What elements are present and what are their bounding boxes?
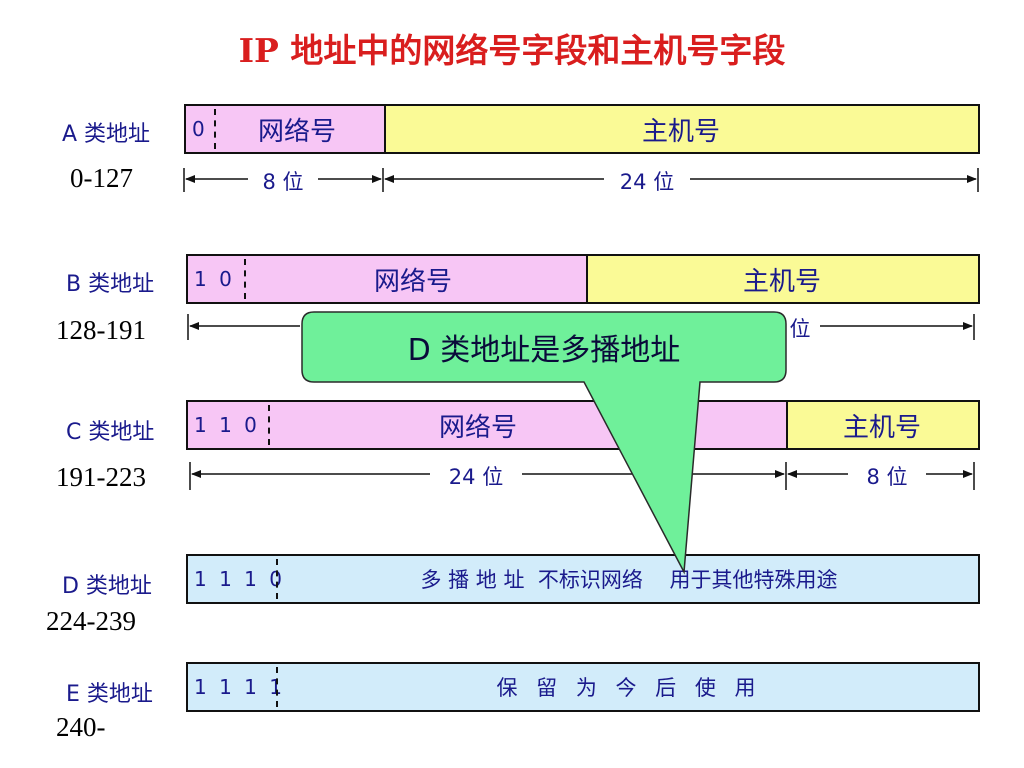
class-a-range: 0-127: [70, 163, 133, 193]
class-a-dimension: [183, 168, 979, 192]
class-b-bar: 1 0 网络号 主机号: [186, 254, 980, 304]
class-c-dashed-divider: [268, 405, 270, 445]
class-b-range: 128-191: [56, 315, 146, 345]
class-b-network-label: 网络号: [373, 266, 452, 297]
class-d-prefix-bits: 1 1 1 0: [194, 567, 285, 591]
class-c-network-label: 网络号: [438, 412, 517, 443]
class-b-host-label: 主机号: [742, 266, 821, 297]
class-a-bar: 0 网络号 主机号: [184, 104, 980, 154]
class-b-dashed-divider: [244, 259, 246, 299]
class-c-host-field: [786, 402, 978, 448]
class-e-range: 240-: [56, 712, 106, 742]
class-d-dashed-divider: [276, 559, 278, 599]
class-b-host-field: [586, 256, 978, 302]
class-c-label: C 类地址: [66, 420, 155, 445]
class-d-bar: 1 1 1 0 多 播 地 址 不标识网络 用于其他特殊用途: [186, 554, 980, 604]
class-a-host-field: [384, 106, 978, 152]
class-c-host-bits: 8 位: [848, 461, 926, 491]
page-title: IP 地址中的网络号字段和主机号字段: [238, 31, 786, 70]
class-b-prefix-bits: 1 0: [194, 267, 235, 291]
class-c-network-bits: 24 位: [430, 461, 522, 491]
class-c-host-label: 主机号: [842, 412, 921, 443]
class-a-host-label: 主机号: [641, 116, 720, 147]
class-d-range: 224-239: [46, 606, 136, 636]
callout-text: D 类地址是多播地址: [407, 333, 681, 368]
class-e-bar: 1 1 1 1 保 留 为 今 后 使 用: [186, 662, 980, 712]
class-e-description: 保 留 为 今 后 使 用: [496, 676, 762, 700]
class-b-network-field: [188, 256, 586, 302]
class-b-dimension: [187, 314, 975, 340]
class-a-network-field: [186, 106, 384, 152]
class-d-label: D 类地址: [62, 574, 152, 599]
class-d-description: 多 播 地 址 不标识网络 用于其他特殊用途: [420, 568, 838, 592]
class-c-prefix-bits: 1 1 0: [194, 413, 260, 437]
class-a-host-bits: 24 位: [604, 166, 690, 196]
class-a-dashed-divider: [214, 109, 216, 149]
class-e-label: E 类地址: [66, 682, 153, 707]
class-b-host-bits: 位: [782, 313, 818, 343]
class-e-dashed-divider: [276, 667, 278, 707]
class-a-network-bits: 8 位: [248, 166, 318, 196]
class-e-prefix-bits: 1 1 1 1: [194, 675, 285, 699]
class-a-prefix-bits: 0: [192, 117, 208, 141]
class-b-label: B 类地址: [66, 272, 155, 297]
class-a-label: A 类地址: [62, 122, 151, 147]
class-a-network-label: 网络号: [257, 116, 336, 147]
class-c-range: 191-223: [56, 462, 146, 492]
